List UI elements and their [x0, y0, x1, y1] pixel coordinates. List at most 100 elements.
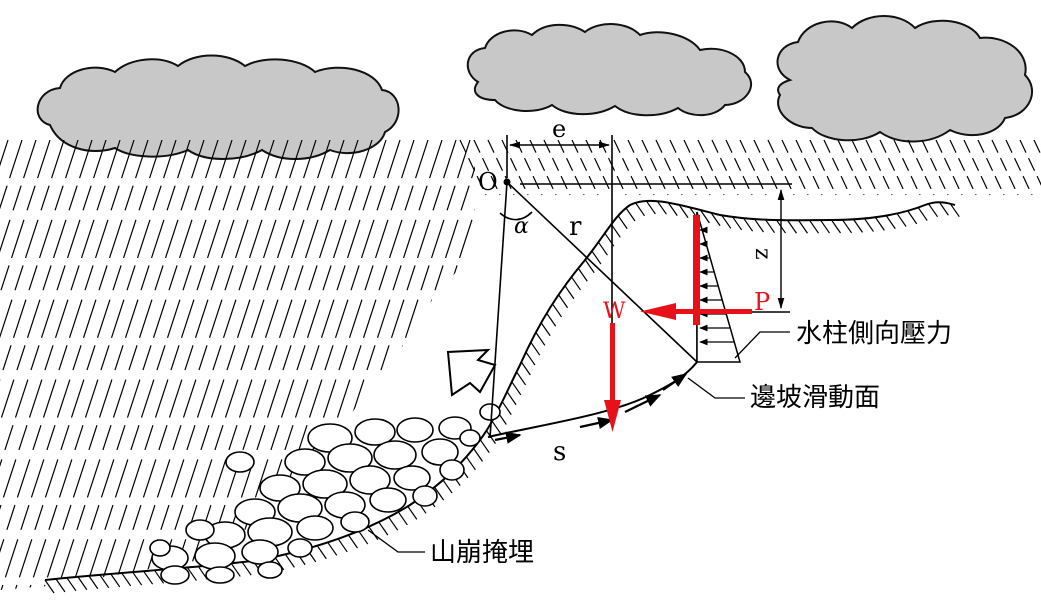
rubble-stone [369, 487, 407, 513]
rubble-stone [396, 417, 434, 443]
hatch-tick [121, 572, 132, 587]
hatch-tick [472, 448, 483, 462]
sky-hatch [781, 139, 809, 196]
hatch-tick [798, 219, 809, 234]
rubble [149, 403, 501, 585]
hatch-tick [564, 285, 575, 300]
movement-arrow [446, 348, 497, 397]
sky-hatch [837, 139, 865, 196]
hatch-tick [55, 578, 66, 593]
weight-vector-head [604, 400, 621, 432]
rain-streak [0, 140, 107, 590]
rain-streak [109, 140, 261, 590]
hatch-tick [820, 219, 830, 234]
hatch-tick [765, 219, 776, 234]
hatch-tick [110, 573, 121, 588]
hatch-tick [358, 530, 369, 545]
rubble-stone [340, 511, 370, 533]
sky-hatch [711, 139, 739, 196]
hatch-tick [540, 322, 551, 337]
hatch-tick [535, 332, 546, 346]
hatch-tick [516, 371, 527, 386]
rain-streak [81, 140, 233, 590]
hatch-tick [863, 218, 874, 232]
rubble-stone [393, 465, 431, 491]
hatch-tick [874, 217, 885, 231]
rain-streak [123, 140, 275, 590]
leader-slip-surface [687, 377, 745, 399]
rain-streak [0, 140, 51, 590]
rain-streak [0, 140, 121, 590]
hatch-tick [667, 202, 678, 216]
cloud-middle [466, 23, 752, 117]
hatch-tick [710, 212, 721, 227]
hatch-tick [584, 259, 595, 274]
hatch-tick [525, 351, 536, 366]
sky-hatch [935, 139, 963, 196]
hatch-tick [465, 456, 476, 471]
hatch-tick [77, 576, 88, 591]
sky-hatch [1005, 139, 1033, 196]
rubble-stone [373, 440, 417, 470]
sky-hatch [627, 139, 655, 196]
rain-streak [0, 140, 79, 590]
hatch-tick [645, 200, 656, 215]
hatch-tick [284, 554, 295, 568]
label-radius: r [569, 212, 582, 242]
cloud-left [36, 54, 400, 160]
hatch-tick [186, 567, 197, 581]
alpha-arc [499, 211, 533, 221]
pressure-vector-shaft [672, 309, 752, 314]
label-w: W [603, 299, 626, 324]
rubble-stone [479, 403, 501, 421]
rain-streak [25, 140, 177, 590]
annotation-slip-surface: 邊坡滑動面 [750, 383, 880, 413]
sky-hatch [795, 139, 823, 196]
water-column-bar [693, 215, 700, 325]
rain-streak [0, 140, 135, 590]
hatch-tick [88, 575, 99, 590]
hatch-tick [699, 209, 710, 224]
cloud-right [776, 15, 1034, 143]
sky-hatch [529, 139, 557, 196]
sky-hatch [1033, 139, 1041, 157]
sky-hatch [921, 139, 949, 196]
rain-streak [11, 140, 163, 590]
hatch-tick [635, 202, 646, 217]
sky-hatch [487, 139, 515, 196]
hatch-tick [479, 439, 490, 454]
sky-hatch [697, 139, 725, 196]
rubble-stone [225, 451, 255, 473]
hatch-tick [241, 561, 252, 576]
hatch-tick [885, 215, 896, 230]
hatch-tick [809, 219, 820, 234]
line-o-to-slope [489, 181, 508, 439]
hatch-tick [617, 215, 628, 230]
sky-hatch [963, 139, 991, 196]
hatch-tick [348, 534, 359, 549]
hatch-tick [842, 219, 852, 234]
hatch-tick [397, 511, 408, 526]
rubble-stone [160, 565, 190, 585]
rubble-stone [205, 566, 235, 584]
hatch-tick [558, 294, 569, 309]
hatch-tick [949, 203, 960, 218]
rubble-stone [421, 438, 459, 466]
rubble-stone [459, 429, 481, 447]
rain-streak [0, 140, 149, 590]
hatch-tick [230, 563, 241, 577]
sky-hatch [557, 139, 585, 196]
hatch-tick [656, 200, 667, 215]
sky-hatch [949, 139, 977, 196]
hatch-tick [754, 218, 765, 233]
arc-length-arrows [494, 373, 688, 444]
rubble-stone [287, 538, 313, 558]
sky-hatch [459, 139, 487, 196]
leader-lines [367, 331, 790, 553]
hatch-tick [99, 574, 110, 589]
sky-hatch [991, 139, 1019, 196]
pressure-vector-head [640, 303, 676, 320]
leader-landslide [367, 529, 425, 553]
rubble-stone [296, 515, 334, 541]
hatch-tick [546, 312, 557, 327]
